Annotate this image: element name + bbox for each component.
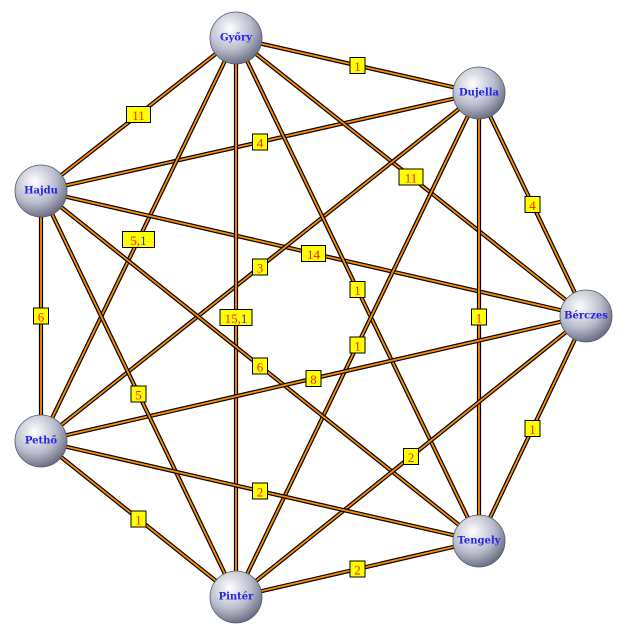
edge-label-text: 5,1 bbox=[130, 233, 146, 248]
node-label: Hajdu bbox=[24, 186, 58, 197]
node-hajdu[interactable]: Hajdu bbox=[14, 164, 68, 218]
edge-label: 6 bbox=[33, 307, 49, 325]
edges bbox=[38, 35, 588, 600]
edge-label-text: 6 bbox=[38, 310, 45, 325]
edge-label: 8 bbox=[305, 370, 322, 387]
edge-label: 5,1 bbox=[122, 231, 155, 248]
edge-label: 14 bbox=[301, 245, 326, 262]
node-pinter[interactable]: Pintér bbox=[209, 570, 263, 624]
edge-label: 3 bbox=[252, 258, 268, 276]
edge-label-text: 1 bbox=[354, 283, 361, 298]
edge-label-text: 3 bbox=[257, 261, 264, 276]
edge-label-text: 5 bbox=[135, 388, 142, 403]
edge-label-text: 11 bbox=[405, 171, 418, 186]
edge-label: 2 bbox=[403, 448, 419, 465]
edge-label-text: 15,1 bbox=[225, 311, 248, 326]
node-label: Pintér bbox=[219, 592, 255, 603]
edge-label: 5 bbox=[130, 385, 147, 403]
edge-label: 2 bbox=[252, 482, 268, 500]
edge-label: 1 bbox=[349, 336, 366, 354]
node-berczes[interactable]: Bérczes bbox=[559, 289, 613, 343]
node-label: Pethő bbox=[25, 436, 58, 447]
node-label: Dujella bbox=[459, 88, 500, 99]
edge-label: 4 bbox=[524, 196, 541, 213]
edge-label: 1 bbox=[349, 281, 366, 298]
edge-label: 1 bbox=[524, 420, 541, 437]
edge-label: 11 bbox=[398, 168, 424, 186]
node-label: Tengely bbox=[458, 536, 502, 547]
edge-label-text: 14 bbox=[307, 247, 321, 262]
edge-label: 2 bbox=[349, 560, 366, 578]
edge-label-text: 4 bbox=[529, 198, 536, 213]
edge-label: 1 bbox=[130, 510, 147, 528]
edge-label-text: 11 bbox=[132, 108, 145, 123]
edge-label: 15,1 bbox=[219, 309, 253, 326]
edge-label: 4 bbox=[252, 133, 268, 151]
edge-label: 1 bbox=[471, 308, 487, 326]
edge-label: 1 bbox=[349, 57, 366, 74]
edge-label-text: 1 bbox=[354, 339, 361, 354]
edge-label-text: 8 bbox=[310, 372, 317, 387]
edge-label-text: 2 bbox=[257, 485, 264, 500]
node-dujella[interactable]: Dujella bbox=[452, 66, 506, 120]
edge-label-text: 1 bbox=[135, 513, 142, 528]
edge-label-text: 1 bbox=[354, 59, 361, 74]
edge-label: 6 bbox=[252, 357, 268, 375]
edge-label-text: 4 bbox=[257, 136, 264, 151]
edge-label: 11 bbox=[126, 106, 151, 123]
node-tengely[interactable]: Tengely bbox=[452, 514, 506, 568]
node-gyory[interactable]: Győry bbox=[209, 11, 263, 65]
edge-label-text: 2 bbox=[408, 450, 415, 465]
node-petho[interactable]: Pethő bbox=[14, 414, 68, 468]
edge-label-text: 1 bbox=[476, 311, 483, 326]
node-label: Győry bbox=[220, 33, 253, 44]
edge-label-text: 2 bbox=[354, 563, 361, 578]
edge-label-text: 6 bbox=[257, 360, 264, 375]
edge-label-text: 1 bbox=[529, 422, 536, 437]
node-label: Bérczes bbox=[564, 311, 608, 322]
